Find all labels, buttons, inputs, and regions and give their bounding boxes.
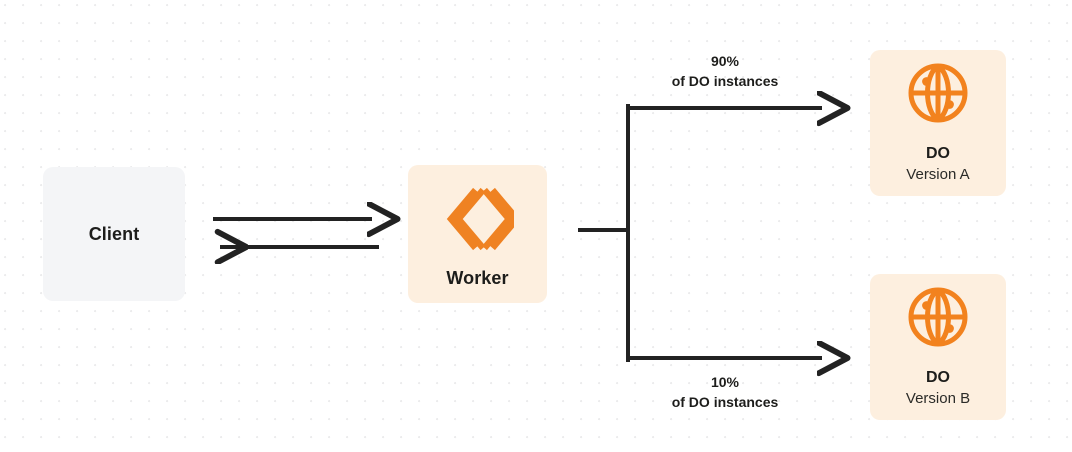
edge-label-do-a-percent: 90% (710, 53, 740, 69)
globe-icon (906, 61, 970, 130)
edge-label-do-a-description: of DO instances (671, 72, 779, 89)
edge-label-do-a: 90% of DO instances (605, 52, 845, 92)
edge-label-do-b-description: of DO instances (671, 393, 779, 410)
node-client-label: Client (88, 223, 140, 244)
node-do-version-a[interactable]: DO Version A (870, 50, 1006, 196)
node-do-a-label: DO (926, 145, 950, 163)
node-client[interactable]: Client (43, 167, 185, 301)
cloudflare-workers-logo-icon (442, 185, 521, 258)
node-do-a-sublabel: Version A (906, 166, 970, 184)
node-worker-label: Worker (446, 268, 509, 289)
node-do-version-b[interactable]: DO Version B (870, 274, 1006, 420)
globe-icon (906, 285, 970, 354)
edge-label-do-b: 10% of DO instances (605, 373, 845, 413)
node-do-b-sublabel: Version B (905, 390, 971, 408)
node-worker[interactable]: Worker (408, 165, 547, 303)
node-do-b-label: DO (926, 369, 950, 387)
edge-label-do-b-percent: 10% (710, 374, 740, 390)
